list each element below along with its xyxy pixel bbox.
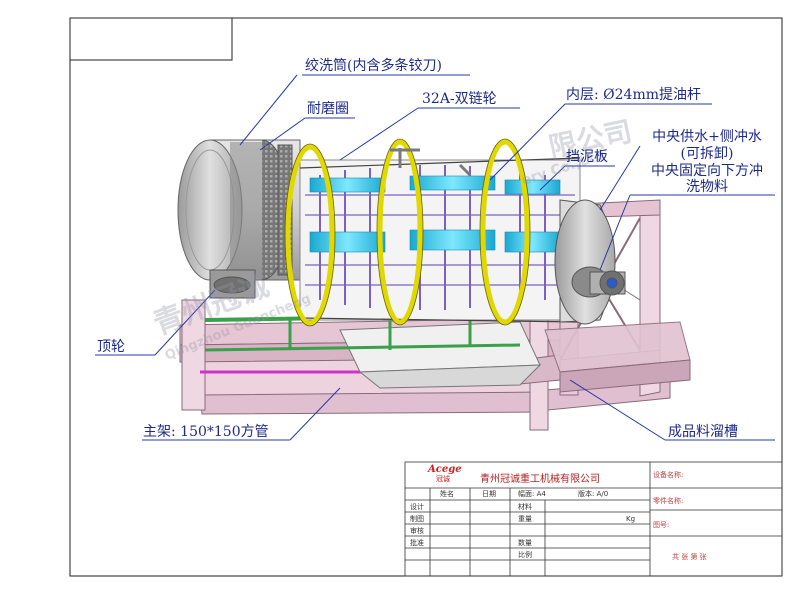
version-label: 版本: A/0 [578, 490, 609, 498]
label-drum: 绞洗筒(内含多条铰刀) [305, 58, 442, 74]
label-main-frame: 主架: 150*150方管 [143, 424, 269, 440]
yellow-rings-outline [284, 138, 531, 327]
logo-sub: 冠诚 [436, 475, 450, 483]
hopper [339, 321, 542, 389]
label-mud-guard: 挡泥板 [566, 149, 608, 165]
row-approve: 批准 [410, 539, 424, 547]
label-inner-layer: 内层: Ø24mm提油杆 [566, 87, 702, 103]
label-water-supply-1: 中央供水+侧冲水 [652, 129, 762, 145]
drum-shell [177, 139, 301, 281]
material-label: 材料 [518, 503, 532, 511]
paper-label: 幅面: A4 [518, 490, 546, 498]
row-review: 审核 [410, 527, 424, 535]
top-bars [390, 148, 472, 177]
logo-text: Acege [428, 464, 462, 475]
company-logo: Acege 冠诚 [428, 464, 462, 486]
col-name: 姓名 [440, 490, 454, 498]
label-water-supply-2: (可拆卸) [680, 146, 734, 162]
label-water-supply-4: 洗物料 [686, 179, 728, 195]
label-wear-ring: 耐磨圈 [307, 101, 349, 117]
label-water-supply-3: 中央固定向下方冲 [651, 163, 763, 179]
col-date: 日期 [482, 490, 496, 498]
top-wheel [209, 269, 256, 299]
sheet-info: 共 张 第 张 [672, 553, 707, 561]
label-top-wheel: 顶轮 [97, 339, 125, 355]
part-name-label: 零件名称: [653, 497, 684, 505]
company-name: 青州冠诚重工机械有限公司 [480, 474, 600, 485]
leader-lines [95, 74, 775, 441]
row-design: 设计 [410, 503, 424, 511]
scale-label: 比例 [518, 551, 532, 559]
drawing-no-label: 图号: [653, 521, 670, 529]
label-chain-wheel: 32A-双链轮 [422, 91, 497, 107]
device-name-label: 设备名称: [653, 471, 684, 479]
corner-note-box [70, 18, 233, 61]
title-block [404, 461, 783, 577]
label-product-chute: 成品料溜槽 [668, 424, 738, 440]
weight-unit: Kg [626, 515, 636, 523]
weight-label: 重量 [518, 515, 532, 523]
end-disc [554, 199, 626, 325]
row-drawing: 制图 [410, 515, 424, 523]
quantity-label: 数量 [518, 539, 532, 547]
yellow-rings [285, 139, 530, 326]
